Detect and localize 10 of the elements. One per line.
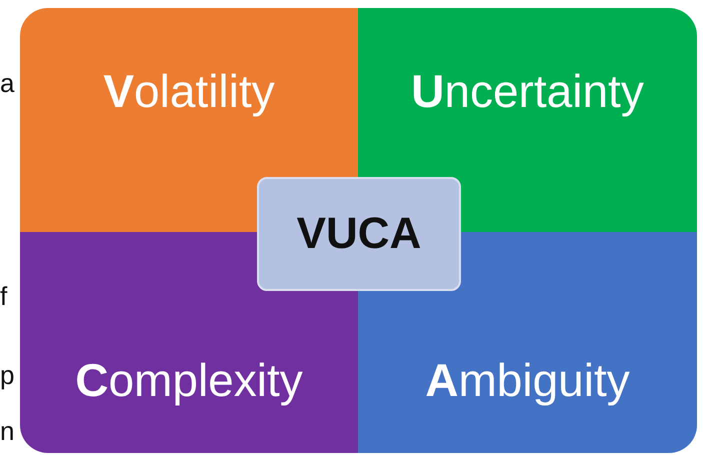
quadrant-label: Uncertainty	[411, 68, 644, 114]
center-label: VUCA	[296, 212, 422, 256]
quadrant-label: Complexity	[75, 357, 303, 403]
text-fragment: n	[0, 418, 14, 444]
quadrant-label: Volatility	[103, 68, 275, 114]
text-fragment: f	[0, 283, 8, 309]
center-box	[257, 177, 461, 291]
text-fragment: p	[0, 362, 14, 388]
quadrant-label: Ambiguity	[425, 357, 630, 403]
text-fragment: a	[0, 70, 14, 96]
